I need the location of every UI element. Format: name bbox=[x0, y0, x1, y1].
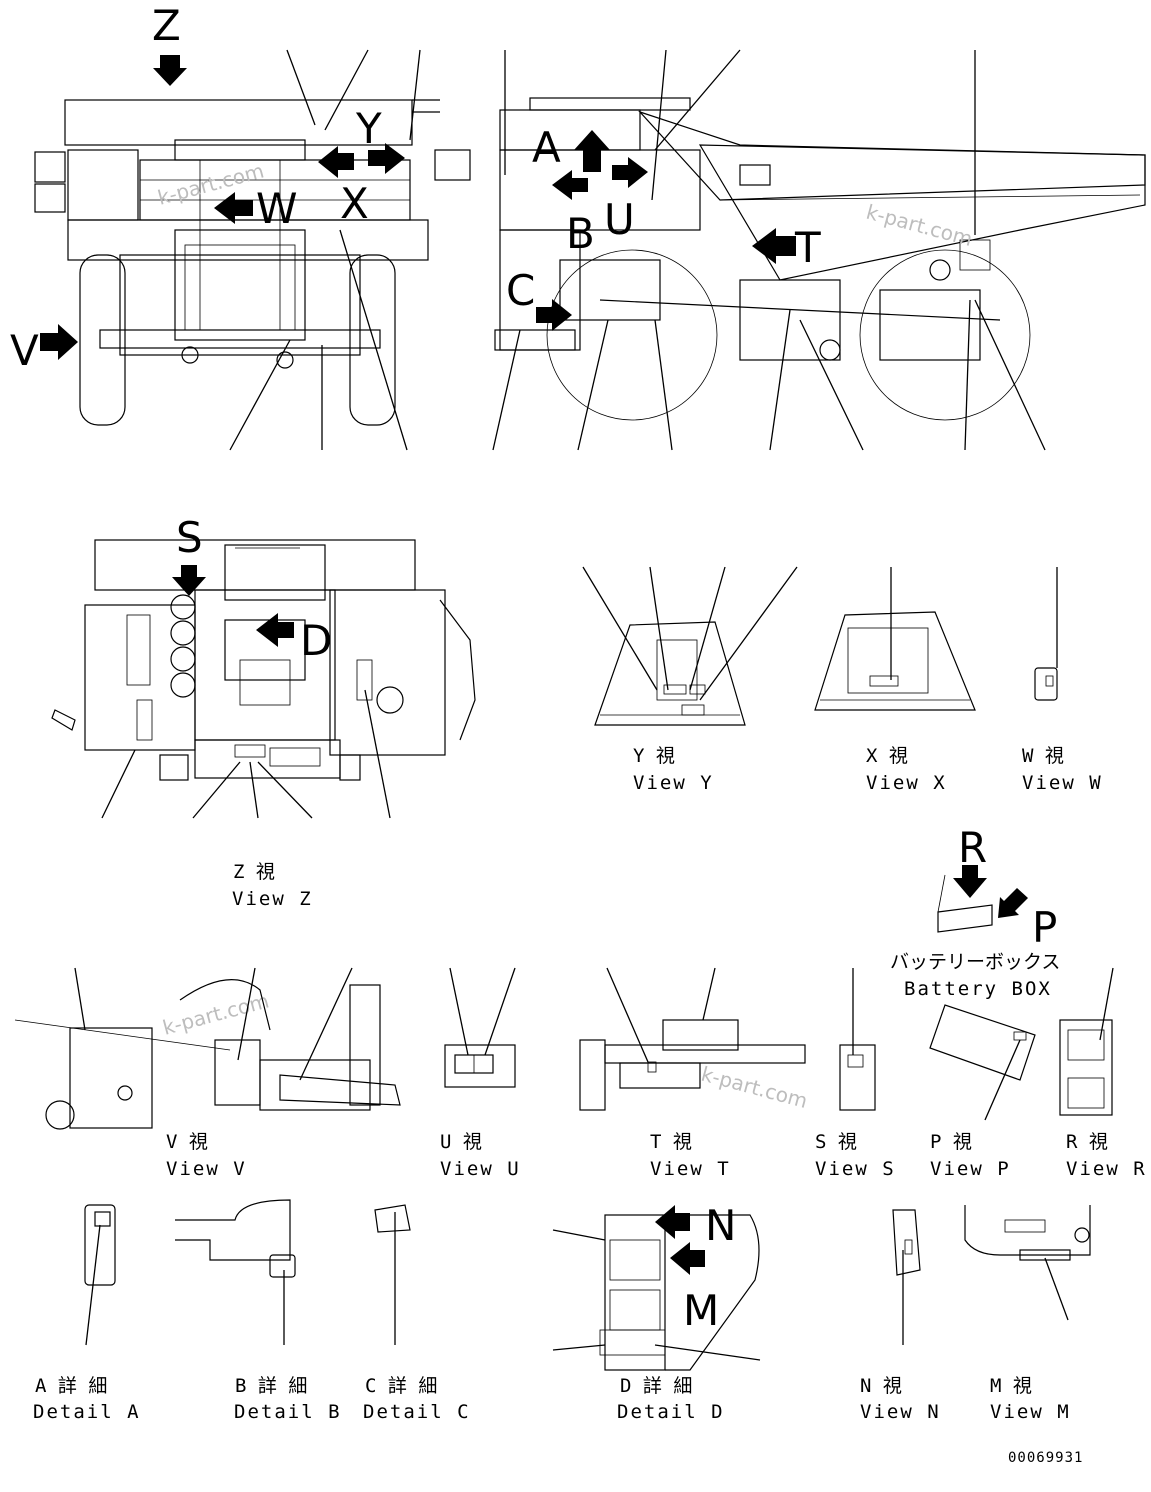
caption-en: View X bbox=[866, 772, 947, 794]
caption-en: View W bbox=[1022, 772, 1103, 794]
arrow-p-diag bbox=[998, 888, 1028, 918]
arrow-a-right bbox=[612, 157, 648, 188]
caption-en: Detail A bbox=[33, 1401, 141, 1423]
view-t-drawing bbox=[579, 967, 806, 1111]
caption-jp: B 詳 細 bbox=[235, 1375, 307, 1397]
caption-jp: P 視 bbox=[930, 1131, 972, 1153]
letter-x: X bbox=[340, 179, 369, 228]
caption-jp: Y 視 bbox=[633, 745, 675, 767]
view-p-drawing bbox=[929, 1004, 1036, 1121]
arrow-n-left bbox=[655, 1205, 690, 1239]
watermark: k-part.com bbox=[160, 988, 271, 1039]
caption-jp: バッテリーボックス bbox=[890, 951, 1060, 973]
caption-en: Battery BOX bbox=[904, 978, 1052, 1000]
side-view-leaders bbox=[492, 49, 1046, 451]
caption-jp: N 視 bbox=[860, 1375, 902, 1397]
arrow-c-right bbox=[536, 299, 572, 331]
letter-w: W bbox=[256, 184, 298, 233]
view-m-drawing bbox=[964, 1205, 1091, 1321]
caption-en: View R bbox=[1066, 1158, 1147, 1180]
arrow-w-left bbox=[214, 192, 253, 224]
arrow-t-left bbox=[752, 228, 796, 264]
letter-p: P bbox=[1032, 903, 1057, 952]
letter-r: R bbox=[958, 823, 987, 872]
caption-jp: A 詳 細 bbox=[35, 1375, 107, 1397]
caption-en: Detail B bbox=[234, 1401, 342, 1423]
caption-en: View Z bbox=[232, 888, 313, 910]
detail-b-drawing bbox=[175, 1199, 296, 1345]
letter-a: A bbox=[532, 123, 561, 172]
letter-z: Z bbox=[152, 1, 181, 50]
caption-jp: M 視 bbox=[990, 1375, 1032, 1397]
watermark: k-part.com bbox=[864, 200, 975, 251]
caption-jp: V 視 bbox=[166, 1131, 208, 1153]
detail-c-drawing bbox=[374, 1204, 411, 1345]
caption-en: Detail C bbox=[363, 1401, 471, 1423]
caption-jp: D 詳 細 bbox=[620, 1375, 692, 1397]
caption-jp: R 視 bbox=[1066, 1131, 1108, 1153]
caption-en: View M bbox=[990, 1401, 1071, 1423]
arrow-s-down bbox=[172, 565, 206, 596]
caption-jp: T 視 bbox=[650, 1131, 692, 1153]
letter-b: B bbox=[566, 209, 595, 258]
arrow-v-right bbox=[40, 324, 78, 360]
view-w-drawing bbox=[1034, 567, 1058, 701]
caption-jp: C 詳 細 bbox=[365, 1375, 437, 1397]
caption-en: View S bbox=[815, 1158, 896, 1180]
caption-jp: X 視 bbox=[866, 745, 908, 767]
caption-en: View N bbox=[860, 1401, 941, 1423]
caption-en: View U bbox=[440, 1158, 521, 1180]
arrow-d-left bbox=[256, 613, 294, 647]
caption-jp: U 視 bbox=[440, 1131, 482, 1153]
front-view-leaders bbox=[229, 49, 421, 451]
view-y-drawing bbox=[582, 566, 798, 726]
letter-t: T bbox=[794, 223, 821, 272]
letter-s: S bbox=[176, 513, 203, 562]
side-view-arrows bbox=[536, 130, 796, 331]
caption-en: View Y bbox=[633, 772, 714, 794]
letter-v: V bbox=[10, 326, 39, 375]
battery-box-drawing bbox=[937, 865, 1028, 933]
view-z-drawing bbox=[51, 539, 476, 781]
view-x-drawing bbox=[814, 567, 976, 711]
caption-jp: W 視 bbox=[1022, 745, 1064, 767]
view-z-leaders bbox=[101, 689, 391, 819]
truck-front-view bbox=[34, 99, 471, 426]
drawing-number: 00069931 bbox=[1008, 1450, 1083, 1466]
arrow-x-left bbox=[318, 146, 354, 178]
caption-en: View V bbox=[166, 1158, 247, 1180]
front-view-arrows bbox=[40, 55, 405, 360]
arrow-r-down bbox=[953, 865, 987, 898]
watermark: k-part.com bbox=[699, 1062, 810, 1113]
arrow-a-up bbox=[574, 130, 610, 172]
letter-m: M bbox=[683, 1286, 719, 1335]
detail-a-drawing bbox=[84, 1204, 116, 1346]
view-v-drawing bbox=[14, 967, 401, 1130]
caption-en: Detail D bbox=[617, 1401, 725, 1423]
view-n-drawing bbox=[892, 1209, 921, 1345]
caption-jp: Z 視 bbox=[233, 861, 275, 883]
letter-n: N bbox=[705, 1201, 736, 1250]
arrow-y-right bbox=[368, 143, 405, 174]
caption-en: View T bbox=[650, 1158, 731, 1180]
caption-en: View P bbox=[930, 1158, 1011, 1180]
detail-d-drawing bbox=[552, 1205, 761, 1371]
arrow-a-left bbox=[552, 170, 588, 200]
view-r-drawing bbox=[1059, 967, 1114, 1116]
letter-y: Y bbox=[355, 104, 382, 153]
view-s-drawing bbox=[839, 968, 876, 1111]
truck-side-view bbox=[494, 97, 1146, 421]
caption-jp: S 視 bbox=[815, 1131, 857, 1153]
arrow-z-down bbox=[153, 55, 187, 86]
arrow-m-left bbox=[670, 1242, 705, 1275]
view-u-drawing bbox=[444, 967, 516, 1088]
letter-c: C bbox=[506, 266, 535, 315]
letter-u: U bbox=[604, 195, 635, 244]
letter-d: D bbox=[300, 616, 332, 665]
